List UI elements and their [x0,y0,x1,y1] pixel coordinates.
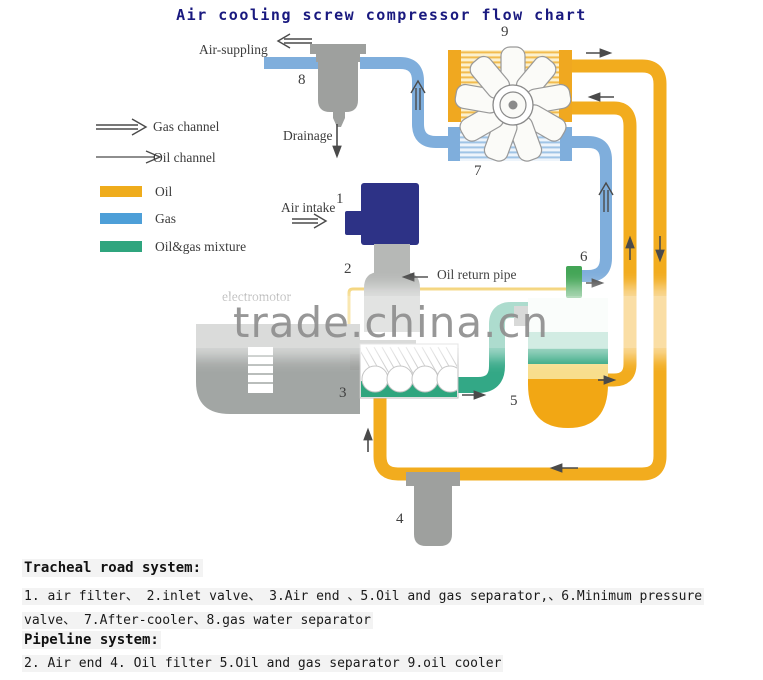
pipeline-system-heading: Pipeline system: [22,631,161,649]
oil-channel-arrow-icon [96,150,162,164]
pipe-cooler7-to-valve6 [568,136,612,282]
tracheal-line1-text: 1. air filter、 2.inlet valve、 3.Air end … [22,588,705,605]
tracheal-system-heading: Tracheal road system: [22,559,204,577]
pipe-oil-cooler-to-filter4-to-airend [373,59,667,481]
legend-label-oil-channel: Oil channel [153,150,216,165]
number-1: 1 [336,191,344,207]
air-filter-1 [345,183,419,245]
arrow-gas-up-left-pipe [410,79,426,110]
number-4: 4 [396,511,404,527]
arrow-air-intake-right [292,213,328,229]
number-8: 8 [298,72,306,88]
arrow-gas-up-right-pipe [598,181,614,212]
number-7: 7 [474,163,482,179]
legend-arrows [96,118,162,164]
gas-channel-arrow-icon [96,118,148,136]
legend-label-oil: Oil [155,184,173,199]
legend-swatch-mixture [100,241,142,252]
watermark-band [138,296,763,348]
pipeline-line1-text: 2. Air end 4. Oil filter 5.Oil and gas s… [22,655,504,672]
legend-swatch-oil [100,186,142,197]
label-air-suppling: Air-suppling [199,42,268,57]
legend-label-gas-channel: Gas channel [153,119,220,134]
legend-label-gas: Gas [155,211,176,226]
number-5: 5 [510,393,518,409]
pipeline-system-line1: 2. Air end 4. Oil filter 5.Oil and gas s… [22,655,504,672]
pipeline-heading-text: Pipeline system: [22,631,161,649]
page-title: Air cooling screw compressor flow chart [176,6,587,24]
arrow-air-supply-left [276,33,312,49]
watermark-text: trade.china.cn [233,298,550,347]
tracheal-system-line2: valve、 7.After-cooler、8.gas water separa… [22,609,373,629]
pipe-oil-return-line [347,287,568,332]
flow-arrows [332,48,665,473]
legend-label-mixture: Oil&gas mixture [155,239,247,254]
gas-water-separator-8 [310,44,366,127]
label-drainage: Drainage [283,128,333,143]
minimum-pressure-valve-6 [566,266,582,298]
air-end-3 [350,343,459,399]
label-oil-return-pipe: Oil return pipe [437,267,517,282]
number-6: 6 [580,249,588,265]
tracheal-heading-text: Tracheal road system: [22,559,204,577]
tracheal-line2-text: valve、 7.After-cooler、8.gas water separa… [22,612,373,629]
fan-icon [453,46,573,165]
gas-double-arrows [276,33,614,229]
tracheal-system-line1: 1. air filter、 2.inlet valve、 3.Air end … [22,585,705,605]
legend-swatch-gas [100,213,142,224]
number-2: 2 [344,261,352,277]
label-air-intake: Air intake [281,200,336,215]
pipe-separator8-to-cooler7 [360,57,452,148]
number-3: 3 [339,385,347,401]
oil-filter-4 [406,472,460,546]
number-9: 9 [501,24,509,40]
